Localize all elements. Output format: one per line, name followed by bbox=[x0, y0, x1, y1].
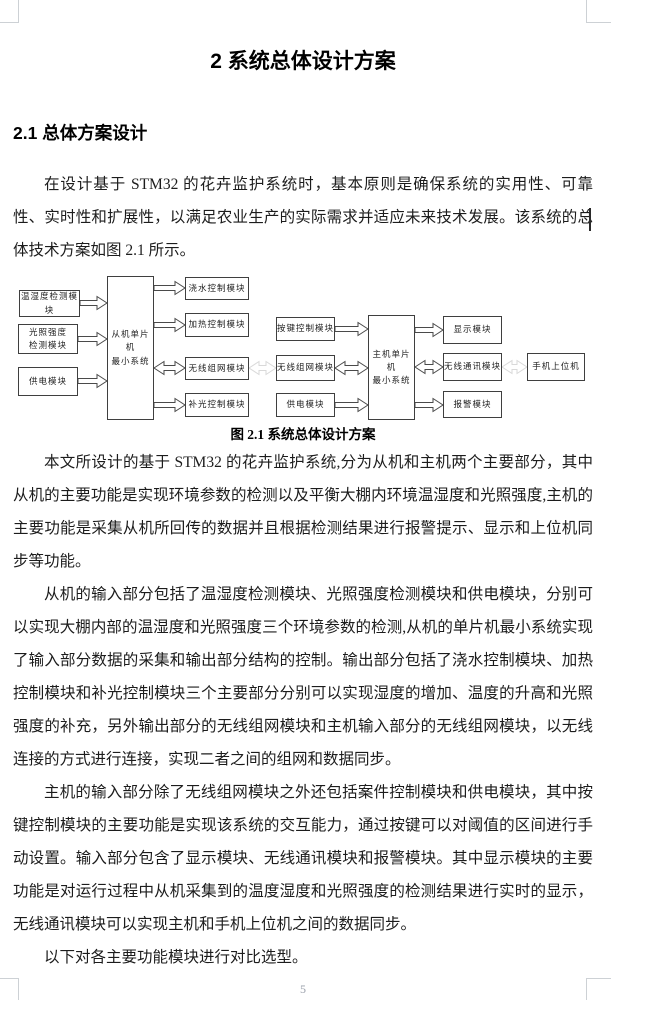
arrow-master-to-display bbox=[414, 322, 444, 338]
paragraph-design-principles: 在设计基于 STM32 的花卉监护系统时，基本原则是确保系统的实用性、可靠性、实… bbox=[13, 176, 593, 259]
diagram-node-wireless-mesh-slave: 无线组网模块 bbox=[185, 357, 249, 380]
arrow-master-comm-link bbox=[414, 359, 444, 375]
arrow-wireless-mesh-link bbox=[248, 360, 277, 376]
arrow-slave-to-heat bbox=[153, 317, 186, 333]
figure-caption: 图 2.1 系统总体设计方案 bbox=[230, 427, 376, 442]
margin-crop-mark-top-right bbox=[586, 0, 611, 23]
arrow-slave-to-water bbox=[153, 280, 186, 296]
paragraph-system-overview: 本文所设计的基于 STM32 的花卉监护系统,分为从机和主机两个主要部分，其中从… bbox=[13, 454, 593, 570]
arrow-slave-to-fill-light bbox=[153, 397, 186, 413]
text-cursor bbox=[589, 208, 591, 231]
diagram-node-alarm-module: 报警模块 bbox=[443, 391, 502, 418]
diagram-node-phone-host: 手机上位机 bbox=[527, 353, 585, 381]
arrow-comm-to-phone-link bbox=[501, 359, 528, 375]
diagram-node-master-mcu-min-system: 主机单片机最小系统 bbox=[368, 315, 415, 420]
diagram-node-fill-light-control: 补光控制模块 bbox=[185, 393, 249, 417]
page-content: 2 系统总体设计方案 2.1 总体方案设计 在设计基于 STM32 的花卉监护系… bbox=[13, 0, 593, 974]
chapter-title: 2 系统总体设计方案 bbox=[210, 50, 396, 73]
arrow-master-wireless-link bbox=[334, 360, 369, 376]
diagram-node-power-slave: 供电模块 bbox=[18, 367, 78, 396]
margin-crop-mark-top-left bbox=[0, 0, 19, 23]
margin-crop-mark-bottom-right bbox=[586, 978, 611, 1000]
diagram-node-heat-control: 加热控制模块 bbox=[185, 313, 249, 337]
margin-crop-mark-bottom-left bbox=[0, 978, 19, 1000]
section-heading: 2.1 总体方案设计 bbox=[13, 123, 148, 143]
figure-system-design-diagram: 温湿度检测模块光照强度检测模块供电模块从机单片机最小系统浇水控制模块加热控制模块… bbox=[13, 271, 593, 421]
diagram-node-temp-humidity-detect: 温湿度检测模块 bbox=[19, 290, 80, 317]
diagram-node-display-module: 显示模块 bbox=[443, 316, 502, 344]
diagram-node-light-intensity-detect: 光照强度检测模块 bbox=[18, 324, 78, 354]
arrow-key-to-master bbox=[334, 321, 369, 337]
diagram-node-power-master: 供电模块 bbox=[276, 393, 335, 417]
diagram-node-wireless-mesh-master: 无线组网模块 bbox=[276, 355, 335, 381]
diagram-node-wireless-comm-module: 无线通讯模块 bbox=[443, 353, 502, 381]
arrow-temp-humidity-to-slave bbox=[79, 295, 108, 311]
paragraph-slave-description: 从机的输入部分包括了温湿度检测模块、光照强度检测模块和供电模块，分别可以实现大棚… bbox=[13, 586, 593, 768]
arrow-master-to-alarm bbox=[414, 397, 444, 413]
arrow-light-detect-to-slave bbox=[77, 331, 108, 347]
paragraph-module-selection: 以下对各主要功能模块进行对比选型。 bbox=[44, 949, 308, 966]
diagram-node-water-control: 浇水控制模块 bbox=[185, 277, 249, 300]
diagram-node-key-control: 按键控制模块 bbox=[276, 317, 335, 341]
arrow-power-to-slave bbox=[77, 373, 108, 389]
arrow-power-to-master bbox=[334, 397, 369, 413]
arrow-slave-wireless-link bbox=[153, 360, 186, 376]
page-number: 5 bbox=[300, 982, 306, 996]
paragraph-master-description: 主机的输入部分除了无线组网模块之外还包括案件控制模块和供电模块，其中按键控制模块… bbox=[13, 784, 593, 933]
diagram-arrows bbox=[77, 280, 528, 413]
diagram-node-slave-mcu-min-system: 从机单片机最小系统 bbox=[107, 276, 154, 420]
